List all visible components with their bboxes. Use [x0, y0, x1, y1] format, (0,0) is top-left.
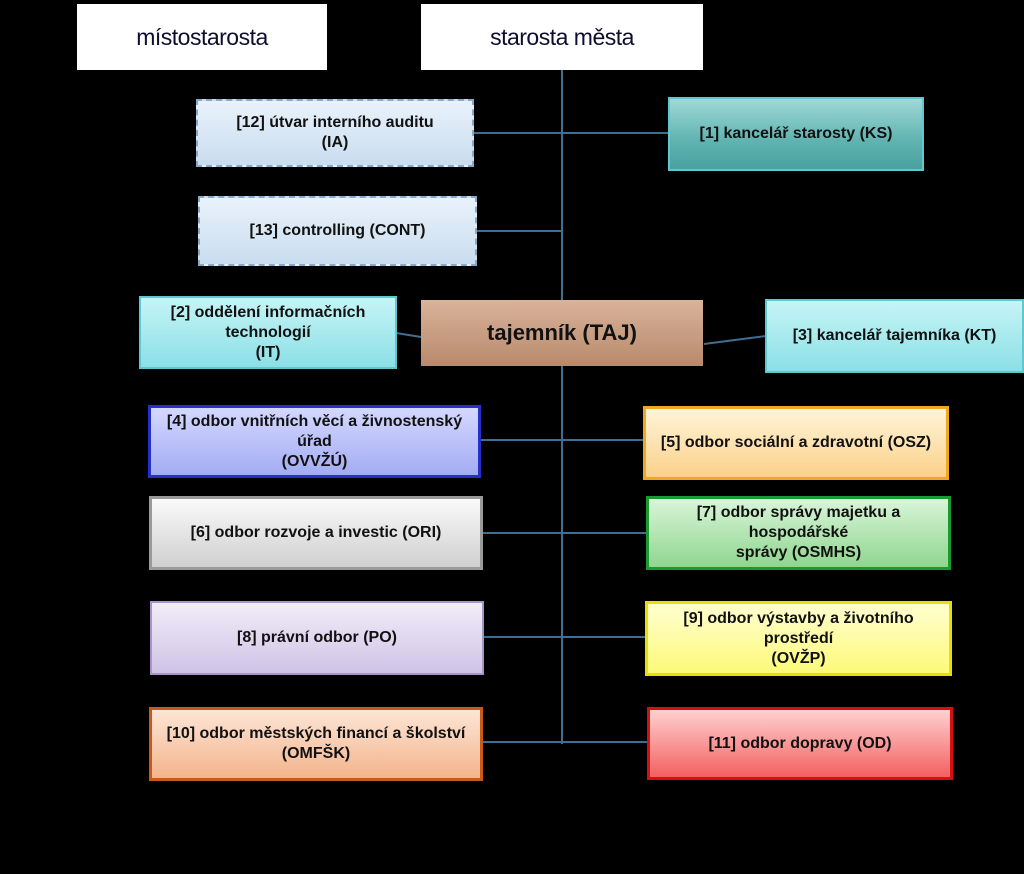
unit-ia-box: [12] útvar interního auditu (IA): [196, 99, 474, 167]
unit-ovzp-line1: [9] odbor výstavby a životního prostředí: [683, 609, 914, 647]
unit-ovvzu-box: [4] odbor vnitřních věcí a živnostenský …: [148, 405, 481, 478]
unit-cont-box: [13] controlling (CONT): [198, 196, 477, 266]
unit-osmhs-line1: [7] odbor správy majetku a hospodářské: [696, 504, 901, 541]
unit-ori-box: [6] odbor rozvoje a investic (ORI): [149, 496, 483, 570]
unit-it-box: [2] oddělení informačních technologií (IT…: [139, 296, 397, 369]
secretary-box: tajemník (TAJ): [421, 300, 703, 366]
unit-po-box: [8] právní odbor (PO): [150, 601, 484, 675]
unit-ovvzu-line2: (OVVŽÚ): [281, 452, 348, 470]
unit-ovzp-line2: (OVŽP): [771, 649, 826, 667]
secretary-label: tajemník (TAJ): [487, 320, 637, 346]
unit-osmhs-box: [7] odbor správy majetku a hospodářské sp…: [646, 496, 951, 570]
unit-ks-line1: [1] kancelář starosty (KS): [699, 125, 893, 142]
unit-osmhs-line2: správy (OSMHS): [735, 544, 862, 561]
unit-po-line1: [8] právní odbor (PO): [237, 629, 397, 646]
unit-od-line1: [11] odbor dopravy (OD): [708, 734, 892, 752]
deputy-mayor-label: místostarosta: [136, 23, 268, 50]
deputy-mayor-box: místostarosta: [77, 4, 327, 70]
unit-ia-line2: (IA): [321, 134, 349, 151]
unit-it-line1: [2] oddělení informačních technologií: [170, 303, 366, 341]
connector-kt: [703, 335, 767, 345]
mayor-box: starosta města: [421, 4, 703, 70]
unit-ovvzu-line1: [4] odbor vnitřních věcí a živnostenský …: [166, 412, 463, 450]
unit-cont-line1: [13] controlling (CONT): [249, 222, 426, 239]
unit-omfsk-line1: [10] odbor městských financí a školství …: [166, 725, 466, 762]
mayor-label: starosta města: [490, 23, 634, 50]
unit-ks-box: [1] kancelář starosty (KS): [668, 97, 924, 171]
unit-ia-line1: [12] útvar interního auditu: [236, 114, 434, 131]
unit-it-line2: (IT): [255, 343, 281, 361]
unit-omfsk-box: [10] odbor městských financí a školství …: [149, 707, 483, 781]
unit-kt-box: [3] kancelář tajemníka (KT): [765, 299, 1024, 373]
unit-ovzp-box: [9] odbor výstavby a životního prostředí…: [645, 601, 952, 676]
unit-osz-box: [5] odbor sociální a zdravotní (OSZ): [643, 406, 949, 480]
unit-od-box: [11] odbor dopravy (OD): [647, 707, 953, 780]
unit-osz-line1: [5] odbor sociální a zdravotní (OSZ): [660, 434, 932, 451]
connector-it: [395, 332, 422, 338]
unit-kt-line1: [3] kancelář tajemníka (KT): [792, 327, 997, 344]
unit-ori-line1: [6] odbor rozvoje a investic (ORI): [190, 524, 442, 541]
